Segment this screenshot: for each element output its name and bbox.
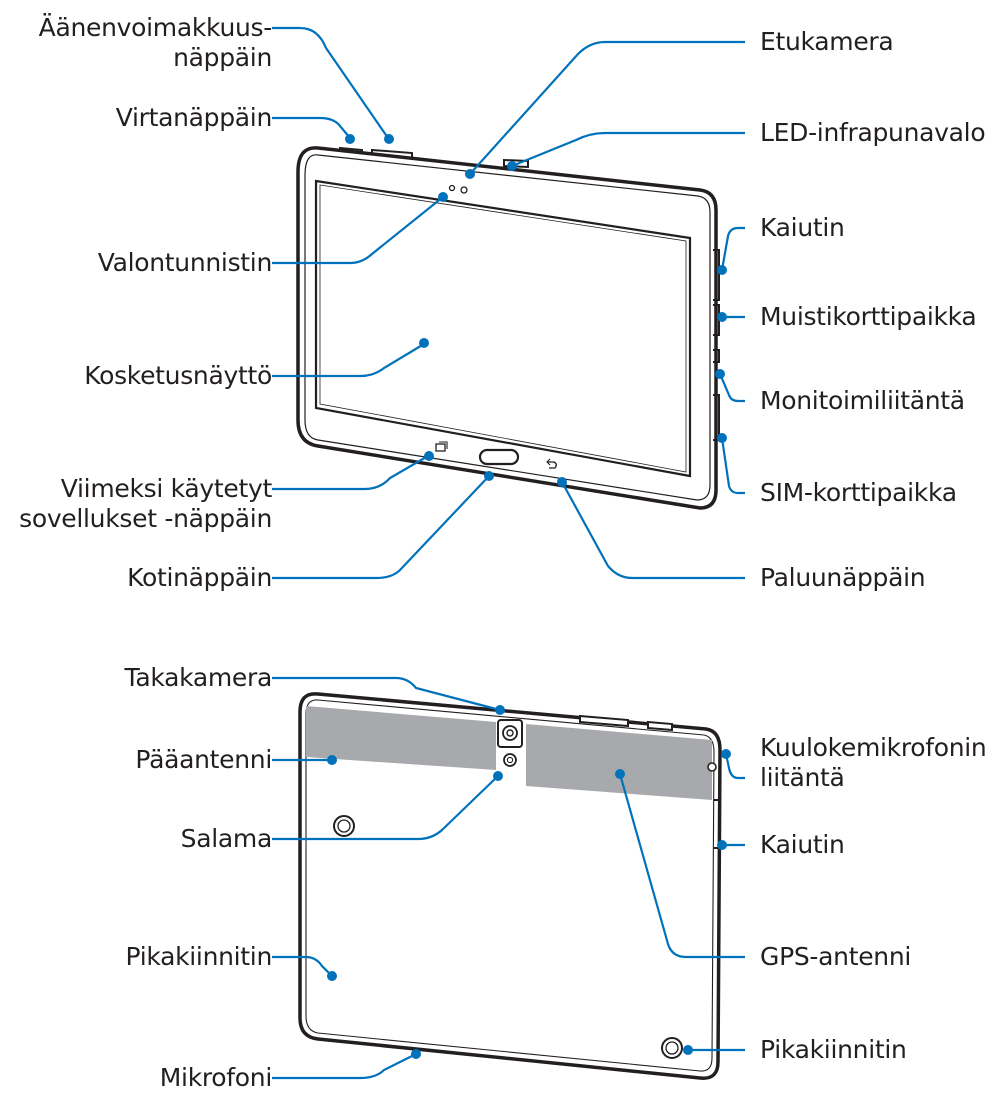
label-volume-key-line2: näppäin (173, 43, 272, 72)
tablet-back (298, 692, 722, 1080)
label-headset-jack-line2: liitäntä (760, 763, 845, 792)
label-ir-led: LED-infrapunavalo (760, 118, 986, 147)
label-sim-card-slot: SIM-korttipaikka (760, 478, 957, 507)
gps-antenna-band (526, 724, 712, 800)
label-microphone: Mikrofoni (159, 1063, 273, 1092)
label-power-key: Virtanäppäin (115, 103, 273, 132)
label-speaker-front: Kaiutin (760, 213, 845, 242)
label-multipurpose-jack: Monitoimiliitäntä (760, 386, 965, 415)
label-home-key: Kotinäppäin (127, 563, 272, 592)
label-rear-camera: Takakamera (124, 663, 272, 692)
quick-connector-right-ring (661, 1037, 683, 1059)
label-gps-antenna: GPS-antenni (760, 942, 912, 971)
tablet-front (296, 146, 720, 510)
label-front-camera: Etukamera (760, 27, 894, 56)
flash-glyph (503, 753, 517, 767)
label-quick-connector-left: Pikakiinnitin (125, 942, 272, 971)
label-volume-key: Äänenvoimakkuus- (38, 13, 273, 42)
callout-dots (327, 134, 731, 1059)
label-back-key: Paluunäppäin (760, 563, 926, 592)
label-memory-card-slot: Muistikorttipaikka (760, 302, 977, 331)
quick-connector-left-ring (333, 815, 355, 837)
label-main-antenna: Pääantenni (135, 745, 272, 774)
label-quick-connector-right: Pikakiinnitin (760, 1035, 907, 1064)
main-antenna-band (306, 706, 496, 770)
label-recent-apps-key: Viimeksi käytetyt (60, 474, 273, 503)
callout-lines (272, 26, 745, 1080)
label-touchscreen: Kosketusnäyttö (84, 361, 272, 390)
label-light-sensor: Valontunnistin (97, 248, 273, 277)
label-recent-apps-key-line2: sovellukset -näppäin (19, 504, 272, 533)
label-flash: Salama (180, 824, 273, 853)
label-headset-jack: Kuulokemikrofonin (760, 733, 987, 762)
label-speaker-back: Kaiutin (760, 830, 845, 859)
